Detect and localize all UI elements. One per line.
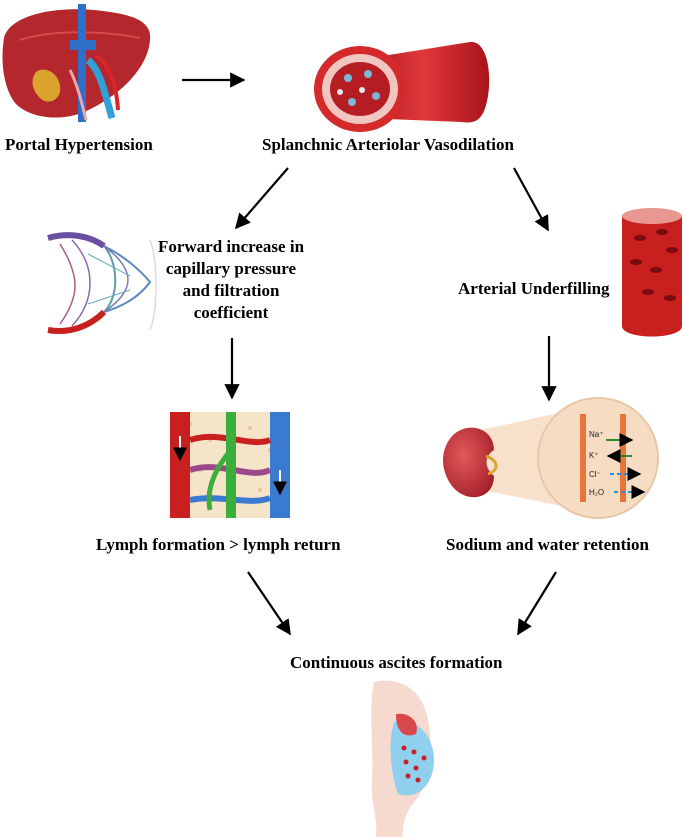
label-splanchnic-vasodilation: Splanchnic Arteriolar Vasodilation	[262, 135, 514, 154]
label-forward-increase-line1: Forward increase in	[157, 237, 305, 256]
kidney-icon	[443, 397, 659, 519]
label-portal-hypertension: Portal Hypertension	[5, 135, 153, 154]
vessel-cross-section-icon	[314, 41, 490, 132]
arrow-retention-to-ascites	[517, 571, 557, 636]
ion-label-h2o: H₂O	[589, 488, 604, 497]
abdomen-ascites-icon	[371, 680, 434, 837]
label-sodium-water-retention: Sodium and water retention	[446, 535, 649, 554]
ion-transport: Na⁺ K⁺ Cl⁻ H₂O	[589, 430, 646, 499]
arrow-vasodilation-to-underfilling	[513, 167, 549, 232]
ion-label-k: K⁺	[589, 451, 599, 460]
ion-label-cl: Cl⁻	[589, 470, 601, 479]
ion-label-na: Na⁺	[589, 430, 603, 439]
label-lymph-formation: Lymph formation > lymph return	[96, 535, 341, 554]
label-forward-increase-line4: coefficient	[193, 303, 269, 322]
blood-vessel-tube-icon	[622, 208, 682, 337]
capillary-network-icon	[47, 232, 157, 334]
arrow-vasodilation-to-forward-increase	[234, 167, 289, 230]
liver-icon	[2, 4, 151, 122]
label-arterial-underfilling: Arterial Underfilling	[458, 279, 610, 298]
capillary-lymph-icon	[170, 412, 290, 518]
label-forward-increase: Forward increase in capillary pressure a…	[146, 236, 316, 324]
label-forward-increase-line3: and filtration	[182, 281, 280, 300]
label-continuous-ascites: Continuous ascites formation	[290, 653, 503, 672]
label-forward-increase-line2: capillary pressure	[165, 259, 297, 278]
arrow-lymph-to-ascites	[247, 571, 291, 636]
